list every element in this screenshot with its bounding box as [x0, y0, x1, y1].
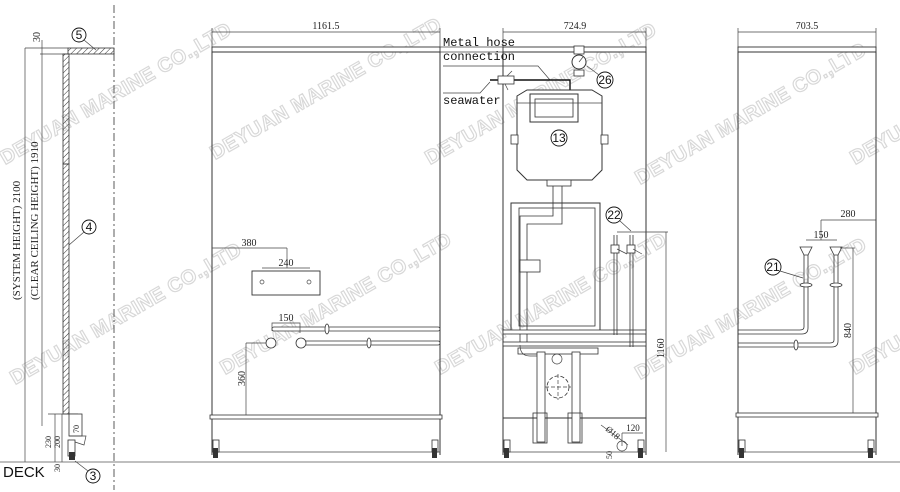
metal-hose-label: Metal hose: [443, 36, 515, 50]
watermark-layer: DEYUAN MARINE CO.,LTD DEYUAN MARINE CO.,…: [0, 13, 900, 390]
ceiling-panel: [67, 47, 115, 55]
dim-1160: 1160: [656, 338, 667, 358]
watermark: DEYUAN MARINE CO.,LTD: [632, 39, 871, 190]
balloon-4: 4: [68, 219, 97, 246]
left-elevation: 1161.5 380 240 150 360: [209, 21, 443, 458]
mounting-plate: [251, 270, 321, 296]
svg-text:22: 22: [607, 208, 621, 222]
dim-360: 360: [237, 371, 248, 386]
dim-30: 30: [53, 464, 62, 472]
dim-230: 230: [44, 436, 53, 448]
dim-240: 240: [279, 258, 294, 269]
svg-text:3: 3: [90, 469, 97, 483]
dim-width-1161: 1161.5: [312, 21, 339, 32]
balloon-26: 26: [586, 65, 614, 89]
right-elevation: 703.5 280 150 21 8: [735, 21, 879, 458]
balloon-3: 3: [74, 460, 101, 484]
section-view: 30 (SYSTEM HEIGHT) 2100 (CLEAR CEILING H…: [0, 5, 900, 490]
balloon-21: 21: [764, 258, 804, 279]
dim-200: 200: [53, 436, 62, 448]
watermark: DEYUAN MARINE CO.,LTD: [207, 14, 446, 165]
balloon-22: 22: [605, 206, 632, 232]
dim-120: 120: [626, 423, 640, 433]
svg-text:21: 21: [766, 260, 780, 274]
balloon-13: 13: [550, 129, 568, 147]
svg-text:26: 26: [598, 73, 612, 87]
seawater-label: seawater: [443, 94, 501, 108]
clear-ceiling-height-label: (CLEAR CEILING HEIGHT) 1910: [29, 141, 41, 300]
center-elevation: 724.9 Metal hose connection seawater 26: [440, 21, 668, 459]
balloon-5: 5: [71, 27, 97, 51]
dim-280: 280: [841, 209, 856, 220]
dim-150: 150: [279, 313, 294, 324]
deck-label: DECK: [3, 464, 45, 481]
svg-text:13: 13: [552, 131, 566, 145]
wall-panel: [62, 53, 70, 165]
watermark: DEYUAN MARINE CO.,LTD: [217, 229, 456, 380]
dim-50: 50: [605, 451, 614, 459]
dim-top-gap: 30: [32, 32, 43, 42]
dim-width-703: 703.5: [796, 21, 819, 32]
dim-150-right: 150: [814, 230, 829, 241]
watermark: DEYUAN MARINE CO.,LTD: [7, 239, 246, 390]
dim-width-724: 724.9: [564, 21, 587, 32]
dim-70: 70: [72, 425, 81, 433]
dim-380: 380: [242, 238, 257, 249]
system-height-label: (SYSTEM HEIGHT) 2100: [11, 180, 23, 300]
svg-text:5: 5: [76, 28, 83, 42]
metal-hose-label-2: connection: [443, 50, 515, 64]
dim-840: 840: [843, 323, 854, 338]
watermark: DEYUAN MARINE CO.,LTD: [632, 234, 871, 385]
svg-text:4: 4: [86, 220, 93, 234]
